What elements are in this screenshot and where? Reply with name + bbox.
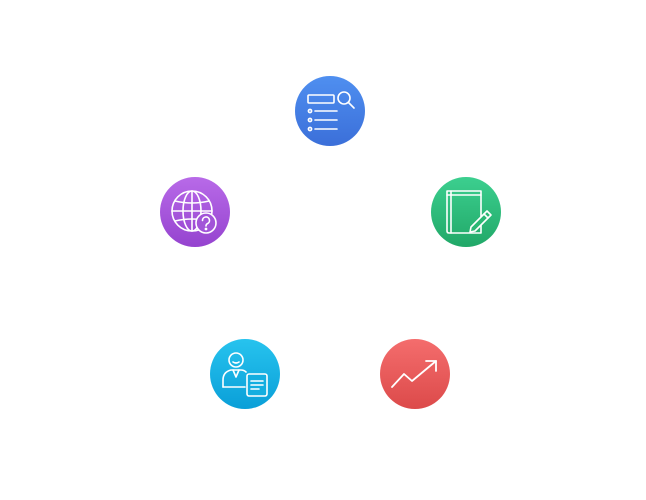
list-search-icon <box>295 76 365 146</box>
person-document-icon <box>210 339 280 409</box>
notebook-edit-node[interactable] <box>431 177 501 247</box>
research-node[interactable] <box>295 76 365 146</box>
trend-up-icon <box>380 339 450 409</box>
globe-question-icon <box>160 177 230 247</box>
global-question-node[interactable] <box>160 177 230 247</box>
notebook-pencil-icon <box>431 177 501 247</box>
growth-node[interactable] <box>380 339 450 409</box>
consultant-node[interactable] <box>210 339 280 409</box>
